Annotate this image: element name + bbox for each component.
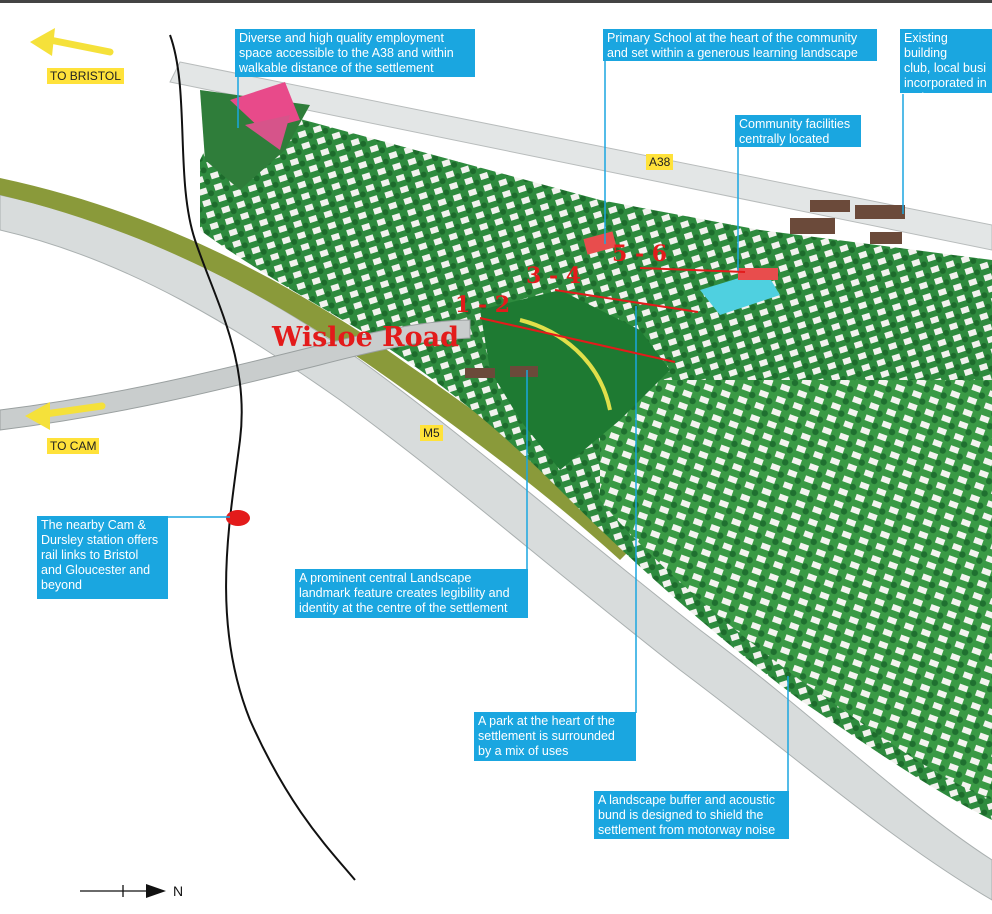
view-point-3-4: 3 - 4	[526, 263, 582, 289]
callout-community-facilities: Community facilities centrally located	[735, 115, 861, 147]
a38-road	[169, 61, 992, 251]
m5-label: M5	[420, 425, 443, 441]
existing-building-2	[855, 205, 905, 219]
existing-building-1	[810, 200, 850, 212]
existing-building-4	[870, 232, 902, 244]
railway-line	[169, 34, 356, 881]
callout-primary-school: Primary School at the heart of the commu…	[603, 29, 877, 61]
community-facilities-building	[700, 270, 780, 315]
callout-leaders	[168, 60, 904, 793]
callout-landscape-buffer: A landscape buffer and acoustic bund is …	[594, 791, 789, 839]
callout-landscape-landmark: A prominent central Landscape landmark f…	[295, 569, 528, 618]
frame-top	[0, 0, 992, 3]
southern-housing	[600, 380, 992, 800]
callout-central-park: A park at the heart of the settlement is…	[474, 712, 636, 761]
view-lines	[479, 267, 746, 363]
north-arrow-icon	[80, 884, 166, 898]
wisloe-road-label: Wisloe Road	[272, 322, 459, 353]
to-bristol-label: TO BRISTOL	[47, 68, 124, 84]
park-path	[519, 318, 612, 411]
a38-label: A38	[646, 154, 674, 170]
community-facilities-roof	[738, 268, 778, 280]
callout-station: The nearby Cam & Dursley station offers …	[37, 516, 168, 599]
to-cam-label: TO CAM	[47, 438, 100, 454]
primary-school	[583, 231, 617, 255]
station-marker-icon	[226, 510, 250, 526]
arrow-left-icon	[30, 28, 114, 56]
wisloe-building-1	[465, 368, 495, 378]
callout-existing-buildings: Existing building club, local busi incor…	[900, 29, 992, 93]
view-point-5-6: 5 - 6	[612, 241, 668, 267]
north-label: N	[173, 883, 184, 899]
arrow-left-icon	[25, 402, 106, 430]
wisloe-road	[0, 319, 471, 431]
m5-motorway	[0, 194, 992, 901]
wisloe-building-2	[510, 366, 538, 377]
employment-zone-pink-2	[245, 115, 290, 150]
view-point-1-2: 1 - 2	[455, 292, 511, 318]
existing-building-3	[790, 218, 835, 234]
callout-employment: Diverse and high quality employment spac…	[235, 29, 475, 77]
